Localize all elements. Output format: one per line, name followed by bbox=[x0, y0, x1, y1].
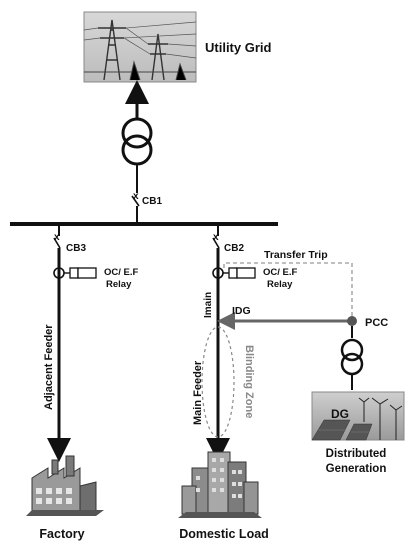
main-feeder-label: Main Feeder bbox=[192, 360, 204, 425]
factory-label: Factory bbox=[39, 527, 84, 541]
cb2-breaker: x bbox=[212, 226, 220, 249]
imain-label: Imain bbox=[203, 292, 214, 318]
cb2-label: CB2 bbox=[224, 243, 244, 254]
solar-wind-icon bbox=[311, 391, 405, 441]
idg-label: IDG bbox=[232, 305, 251, 317]
dg-label: DG bbox=[331, 407, 349, 421]
relay-cb2-text-2: Relay bbox=[267, 279, 293, 290]
cb3-label: CB3 bbox=[66, 243, 86, 254]
blinding-zone-ellipse bbox=[201, 326, 235, 438]
utility-grid-label: Utility Grid bbox=[205, 40, 272, 55]
transfer-trip-label: Transfer Trip bbox=[264, 249, 328, 261]
pcc-node bbox=[347, 316, 357, 326]
cb1-label: CB1 bbox=[142, 196, 162, 207]
domestic-load-label: Domestic Load bbox=[179, 527, 269, 541]
cb3-breaker: x bbox=[53, 226, 61, 249]
transfer-trip-path bbox=[223, 262, 353, 316]
relay-cb3-text-2: Relay bbox=[106, 279, 132, 290]
pcc-label: PCC bbox=[365, 317, 388, 329]
buildings-icon bbox=[178, 451, 262, 518]
relay-cb3-text: OC/ E.F bbox=[104, 267, 139, 278]
dg-transformer-icon bbox=[340, 338, 364, 376]
adjacent-feeder-label: Adjacent Feeder bbox=[43, 324, 55, 410]
transformer-icon bbox=[121, 117, 153, 166]
cb2-mark: x bbox=[213, 232, 219, 243]
cb3-mark: x bbox=[54, 232, 60, 243]
distributed-generation-label: Distributed bbox=[326, 448, 387, 460]
transmission-tower-icon bbox=[83, 11, 197, 83]
cb1-breaker: x bbox=[131, 191, 140, 223]
cb1-mark: x bbox=[133, 191, 139, 202]
factory-icon bbox=[26, 455, 104, 516]
distributed-generation-label-2: Generation bbox=[326, 463, 387, 475]
blinding-zone-label: Blinding Zone bbox=[243, 345, 255, 418]
relay-cb2-text: OC/ E.F bbox=[263, 267, 298, 278]
